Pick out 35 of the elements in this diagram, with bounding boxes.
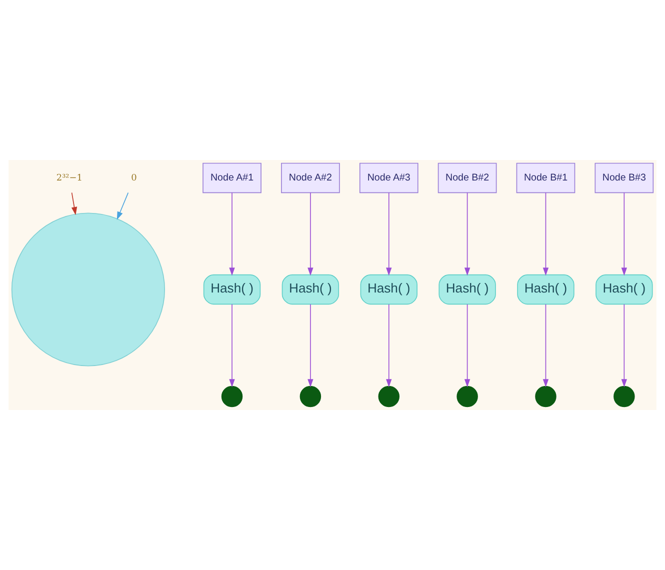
arrow: [386, 304, 392, 388]
node-box: Hash( ): [282, 274, 340, 305]
node-circle: [300, 386, 322, 408]
node-circle: [11, 212, 166, 366]
arrow: [71, 192, 78, 216]
node-circle: [456, 386, 478, 408]
node-box: Hash( ): [438, 274, 496, 305]
node-box: Hash( ): [596, 274, 653, 305]
node-circle: [221, 386, 243, 408]
node-box: Hash( ): [203, 274, 261, 305]
arrow: [386, 192, 392, 276]
node-box: Node B#3: [594, 162, 654, 194]
node-box: Node A#3: [359, 162, 418, 194]
node-circle: [535, 386, 556, 408]
arrow: [464, 192, 470, 276]
arrow: [229, 192, 235, 276]
node-box: Node B#2: [438, 162, 497, 194]
arrow: [464, 304, 470, 388]
node-text: 2³²−1: [56, 173, 82, 184]
node-circle: [614, 386, 635, 408]
node-box: Hash( ): [360, 274, 418, 305]
arrow: [229, 304, 235, 388]
node-box: Hash( ): [517, 274, 574, 305]
arrow: [542, 304, 549, 388]
node-circle: [378, 386, 400, 408]
node-box: Node A#1: [202, 162, 262, 194]
arrow: [116, 192, 129, 220]
node-box: Node A#2: [281, 162, 340, 194]
arrow: [308, 192, 314, 276]
arrow: [621, 304, 628, 388]
arrow: [308, 304, 314, 388]
arrow: [621, 192, 628, 276]
node-box: Node B#1: [516, 162, 576, 194]
node-text: 0: [131, 173, 137, 184]
arrow: [542, 192, 549, 276]
